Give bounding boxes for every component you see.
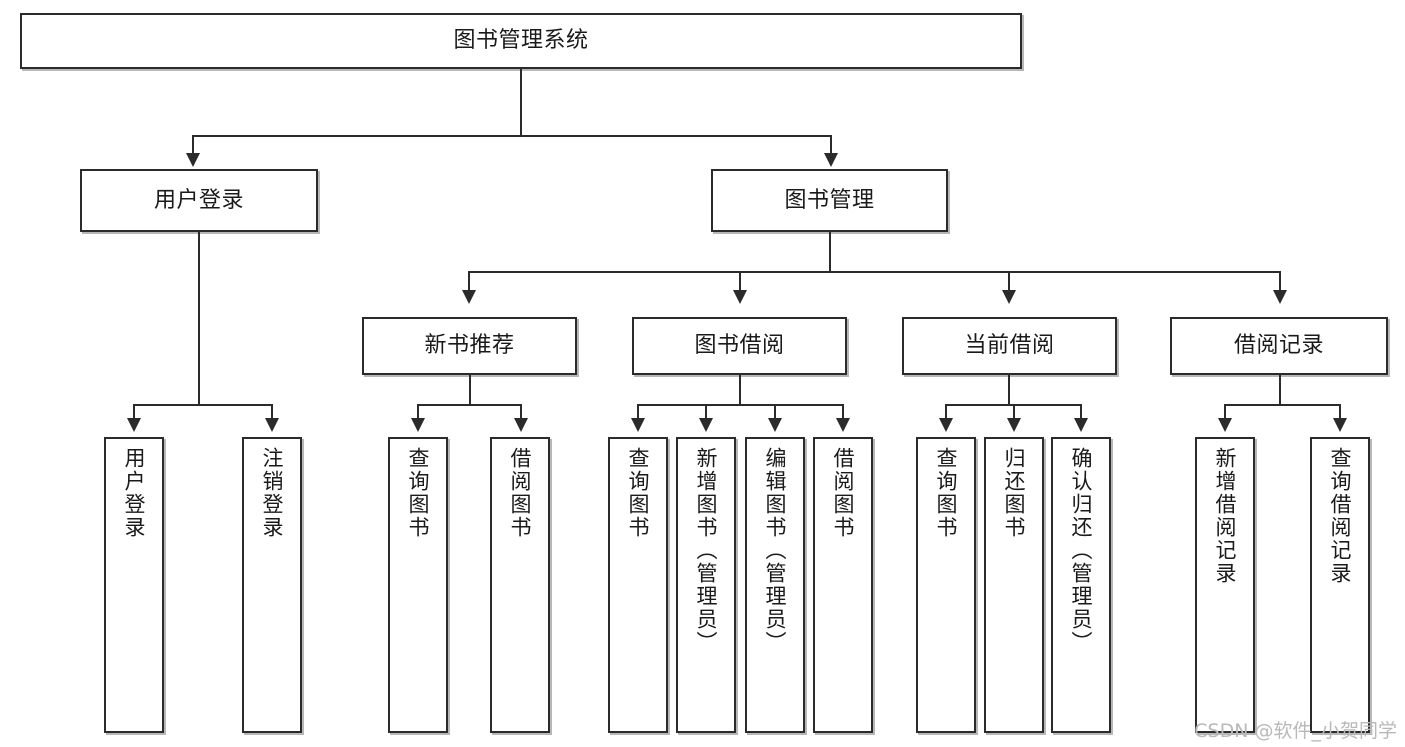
connector-book-borrow-leaf3 xyxy=(774,404,776,421)
arrow-book-borrow-leaf2 xyxy=(699,418,713,432)
arrow-current-borrow-leaf1 xyxy=(939,418,953,432)
connector-new-book-leaf2 xyxy=(520,404,522,421)
connector-borrow-record-leaf1 xyxy=(1224,404,1226,421)
connector-user-login-leaf2 xyxy=(271,404,273,421)
connector-borrow-record-leaf2 xyxy=(1339,404,1341,421)
node-root-system[interactable]: 图书管理系统 xyxy=(20,13,1022,69)
node-new-book-recommend[interactable]: 新书推荐 xyxy=(362,317,577,375)
connector-current-borrow-bus xyxy=(945,404,1080,406)
connector-new-book-bus xyxy=(417,404,522,406)
connector-book-borrow-leaf1 xyxy=(637,404,639,421)
arrow-book-borrow-leaf4 xyxy=(836,418,850,432)
connector-borrow-record-bus xyxy=(1224,404,1341,406)
arrow-user-login-leaf1 xyxy=(127,418,141,432)
node-book-management[interactable]: 图书管理 xyxy=(711,169,948,232)
connector-new-book-stem xyxy=(469,375,471,405)
leaf-borrow-record-add-record[interactable]: 新增借阅记录 xyxy=(1195,437,1255,733)
connector-user-login-leaf1 xyxy=(133,404,135,421)
arrow-book-borrow-leaf3 xyxy=(768,418,782,432)
leaf-label: 查询图书 xyxy=(626,447,651,539)
arrow-current-borrow-leaf3 xyxy=(1074,418,1088,432)
leaf-label: 编辑图书（管理员） xyxy=(763,447,788,654)
leaf-label: 注销登录 xyxy=(260,447,285,539)
connector-root-to-book-mgmt xyxy=(830,135,832,157)
leaf-new-book-borrow-book[interactable]: 借阅图书 xyxy=(490,437,550,733)
leaf-user-login-logout[interactable]: 注销登录 xyxy=(242,437,302,733)
arrow-current-borrow-leaf2 xyxy=(1007,418,1021,432)
node-label: 新书推荐 xyxy=(424,333,515,359)
leaf-current-borrow-return-book[interactable]: 归还图书 xyxy=(984,437,1044,733)
leaf-label: 用户登录 xyxy=(122,447,147,539)
arrow-new-book-leaf2 xyxy=(514,418,528,432)
arrow-user-login-leaf2 xyxy=(265,418,279,432)
leaf-current-borrow-confirm-return[interactable]: 确认归还（管理员） xyxy=(1051,437,1111,733)
node-book-borrow[interactable]: 图书借阅 xyxy=(632,317,847,375)
connector-root-stem xyxy=(520,69,522,136)
leaf-book-borrow-borrow-book[interactable]: 借阅图书 xyxy=(813,437,873,733)
arrow-borrow-record-leaf1 xyxy=(1218,418,1232,432)
connector-root-bus xyxy=(192,135,832,137)
node-label: 借阅记录 xyxy=(1233,333,1324,359)
node-borrow-record[interactable]: 借阅记录 xyxy=(1170,317,1388,375)
connector-user-login-stem xyxy=(198,232,200,405)
leaf-current-borrow-query-book[interactable]: 查询图书 xyxy=(916,437,976,733)
leaf-label: 查询图书 xyxy=(406,447,431,539)
arrow-root-to-user-login xyxy=(186,153,200,167)
connector-borrow-record-stem xyxy=(1279,375,1281,405)
connector-current-borrow-leaf1 xyxy=(945,404,947,421)
node-label: 图书管理系统 xyxy=(453,28,589,54)
arrow-to-new-book xyxy=(462,290,476,304)
arrow-new-book-leaf1 xyxy=(411,418,425,432)
arrow-root-to-book-mgmt xyxy=(824,153,838,167)
connector-new-book-leaf1 xyxy=(417,404,419,421)
connector-root-to-user-login xyxy=(192,135,194,157)
connector-book-borrow-bus xyxy=(637,404,843,406)
leaf-label: 查询借阅记录 xyxy=(1328,447,1353,585)
leaf-user-login-login[interactable]: 用户登录 xyxy=(104,437,164,733)
leaf-label: 新增图书（管理员） xyxy=(694,447,719,654)
leaf-label: 借阅图书 xyxy=(508,447,533,539)
connector-current-borrow-leaf2 xyxy=(1013,404,1015,421)
leaf-borrow-record-query-record[interactable]: 查询借阅记录 xyxy=(1310,437,1370,733)
leaf-label: 新增借阅记录 xyxy=(1213,447,1238,585)
node-label: 图书管理 xyxy=(784,187,875,213)
connector-book-mgmt-to-current-borrow xyxy=(1008,271,1010,293)
connector-book-mgmt-bus xyxy=(468,271,1279,273)
leaf-label: 归还图书 xyxy=(1002,447,1027,539)
connector-current-borrow-leaf3 xyxy=(1080,404,1082,421)
connector-user-login-bus xyxy=(133,404,273,406)
watermark-text: CSDN @软件_小贺同学 xyxy=(1194,720,1397,742)
connector-book-borrow-leaf2 xyxy=(705,404,707,421)
connector-book-mgmt-to-new-book xyxy=(468,271,470,293)
connector-book-borrow-stem xyxy=(739,375,741,405)
connector-book-mgmt-to-borrow-record xyxy=(1279,271,1281,293)
leaf-label: 查询图书 xyxy=(934,447,959,539)
leaf-book-borrow-add-book[interactable]: 新增图书（管理员） xyxy=(676,437,736,733)
leaf-book-borrow-edit-book[interactable]: 编辑图书（管理员） xyxy=(745,437,805,733)
leaf-new-book-query-book[interactable]: 查询图书 xyxy=(388,437,448,733)
node-label: 图书借阅 xyxy=(694,333,785,359)
leaf-label: 确认归还（管理员） xyxy=(1069,447,1094,654)
arrow-borrow-record-leaf2 xyxy=(1333,418,1347,432)
node-user-login[interactable]: 用户登录 xyxy=(80,169,318,232)
connector-book-mgmt-stem xyxy=(829,232,831,272)
connector-current-borrow-stem xyxy=(1008,375,1010,405)
node-label: 用户登录 xyxy=(153,187,244,213)
arrow-to-book-borrow xyxy=(733,290,747,304)
node-label: 当前借阅 xyxy=(964,333,1055,359)
arrow-to-current-borrow xyxy=(1002,290,1016,304)
leaf-label: 借阅图书 xyxy=(831,447,856,539)
node-current-borrow[interactable]: 当前借阅 xyxy=(902,317,1117,375)
connector-book-mgmt-to-book-borrow xyxy=(739,271,741,293)
arrow-to-borrow-record xyxy=(1273,290,1287,304)
arrow-book-borrow-leaf1 xyxy=(631,418,645,432)
leaf-book-borrow-query-book[interactable]: 查询图书 xyxy=(608,437,668,733)
connector-book-borrow-leaf4 xyxy=(842,404,844,421)
